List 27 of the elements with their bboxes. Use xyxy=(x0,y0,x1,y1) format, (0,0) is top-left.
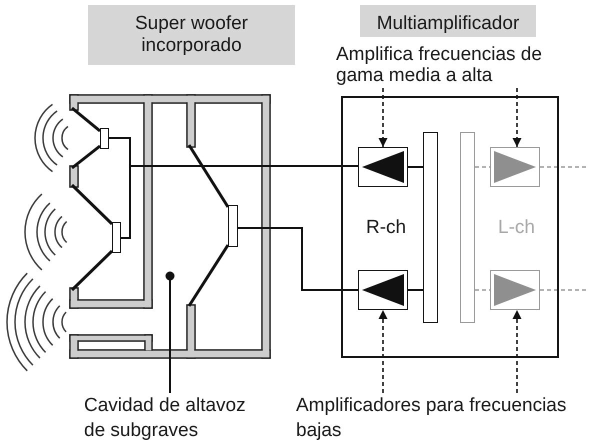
connecting-wire xyxy=(408,166,423,168)
annotation-text: Cavidad de altavoz de subgraves xyxy=(84,393,264,445)
connecting-wire xyxy=(475,289,490,291)
annotation-text: Amplificadores para frecuencias bajas xyxy=(296,393,586,445)
connecting-wire xyxy=(475,166,490,168)
dashed-arrow xyxy=(378,88,388,147)
heading-text: Super woofer incorporado xyxy=(134,13,249,57)
speaker-driver xyxy=(100,128,109,149)
connecting-wire xyxy=(540,166,587,168)
amplifier-panel xyxy=(341,96,559,358)
connecting-wire xyxy=(238,227,358,291)
heading-band xyxy=(360,5,536,37)
dashed-arrow xyxy=(512,88,522,147)
speaker-driver xyxy=(112,222,121,253)
vertical-bar xyxy=(460,132,475,323)
speaker-driver xyxy=(228,205,238,247)
dashed-arrow xyxy=(512,310,522,393)
dashed-arrow xyxy=(378,310,388,393)
heading-band xyxy=(88,5,295,65)
vertical-bar xyxy=(423,132,438,323)
channel-label: R-ch xyxy=(366,217,406,239)
channel-label: L-ch xyxy=(498,217,535,239)
annotation-text: Amplifica frecuencias de gama media a alta xyxy=(336,44,564,88)
heading-text: Multiamplificador xyxy=(376,13,520,35)
leader-line xyxy=(166,272,174,393)
connecting-wire xyxy=(408,289,423,291)
connecting-wire xyxy=(540,289,587,291)
